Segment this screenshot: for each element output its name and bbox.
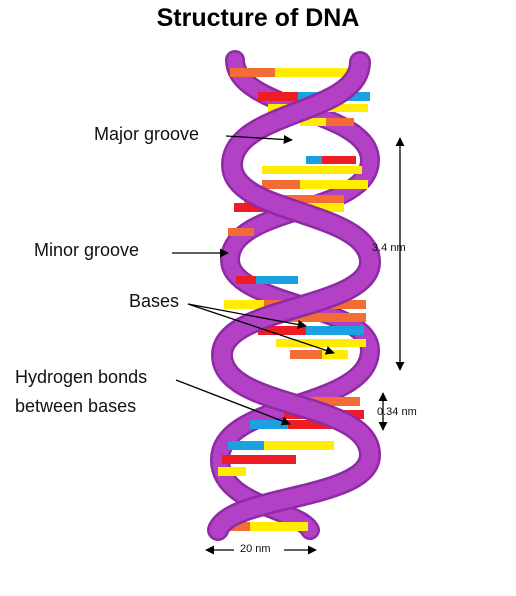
bases-arrow-1 bbox=[187, 303, 307, 329]
base-pair bbox=[300, 397, 360, 406]
base-pair bbox=[290, 350, 322, 359]
base-pair bbox=[262, 180, 300, 189]
minor-groove-label: Minor groove bbox=[34, 240, 140, 260]
base-pair bbox=[224, 300, 264, 309]
hydrogen-bonds-arrow bbox=[175, 379, 291, 426]
hydrogen-bonds-label-line1: Hydrogen bonds bbox=[15, 367, 148, 387]
base-pair bbox=[276, 339, 366, 347]
base-spacing-dimension-label: 0.34 nm bbox=[377, 406, 417, 418]
base-pair bbox=[228, 441, 264, 450]
base-pair bbox=[306, 156, 322, 164]
base-pair bbox=[246, 313, 366, 322]
bases-arrow-2 bbox=[187, 303, 335, 355]
base-pair bbox=[218, 467, 246, 476]
base-pair bbox=[300, 180, 368, 189]
base-pair bbox=[322, 350, 348, 359]
base-pair bbox=[250, 522, 308, 531]
base-pair bbox=[234, 203, 272, 212]
base-pair bbox=[228, 228, 254, 236]
base-pair bbox=[262, 166, 362, 174]
base-pair bbox=[326, 118, 354, 126]
bases-label: Bases bbox=[129, 291, 180, 311]
hydrogen-bonds-label-line2: between bases bbox=[15, 396, 137, 416]
base-pair bbox=[306, 326, 364, 335]
base-pair bbox=[222, 455, 296, 464]
base-pair bbox=[322, 156, 356, 164]
base-pair bbox=[256, 276, 298, 284]
base-pair bbox=[275, 68, 347, 77]
helix-width-dimension-label: 20 nm bbox=[240, 543, 271, 555]
base-pair bbox=[236, 276, 256, 284]
major-groove-arrow bbox=[225, 134, 293, 145]
page-title: Structure of DNA bbox=[156, 4, 360, 32]
major-groove-label: Major groove bbox=[94, 124, 200, 144]
base-pair bbox=[288, 420, 350, 429]
base-pair bbox=[258, 92, 298, 101]
base-pair bbox=[250, 420, 288, 429]
base-pair bbox=[264, 441, 334, 450]
base-pair bbox=[230, 68, 275, 77]
helix-turn-dimension-label: 3.4 nm bbox=[372, 242, 406, 254]
base-pair bbox=[300, 118, 326, 126]
base-pair bbox=[258, 326, 306, 335]
